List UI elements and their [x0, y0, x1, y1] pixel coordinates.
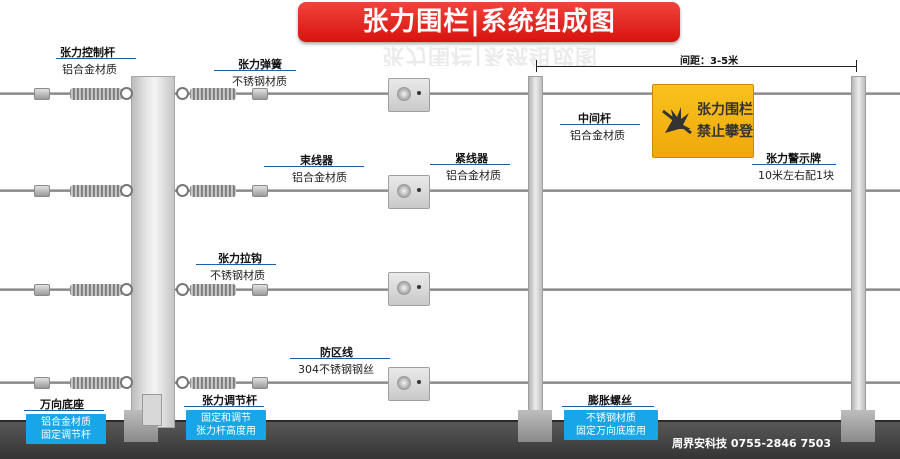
underline [184, 406, 264, 407]
label-control-post-sub: 铝合金材质 [62, 63, 117, 76]
warning-sign: 张力围栏 禁止攀登 [652, 84, 754, 158]
universal-base-box: 铝合金材质 固定调节杆 [26, 414, 106, 444]
tension-control-post [131, 76, 175, 428]
hook-icon [176, 376, 189, 389]
label-wire-clamp-sub: 铝合金材质 [292, 171, 347, 184]
dimension-tick-left [536, 60, 537, 72]
underline [430, 164, 510, 165]
tightener-plate [388, 78, 430, 112]
box-line: 铝合金材质 [41, 417, 91, 428]
label-tension-spring-title: 张力弹簧 [238, 58, 282, 71]
footer-brand: 周界安科技 0755-2846 7503 [672, 437, 832, 450]
fence-wire-2 [0, 189, 900, 192]
label-tension-hook-sub: 不锈钢材质 [210, 269, 265, 282]
label-middle-post-sub: 铝合金材质 [570, 129, 625, 142]
box-line: 不锈钢材质 [586, 413, 636, 424]
adjust-post-box: 固定和调节 张力杆高度用 [186, 410, 266, 440]
left-spring-3 [70, 284, 122, 296]
tightener-plate [388, 175, 430, 209]
label-warning-sign-title: 张力警示牌 [766, 152, 821, 165]
underline [560, 124, 640, 125]
wire-clamp [252, 377, 268, 389]
middle-post-1 [528, 76, 543, 428]
box-line: 固定和调节 [201, 413, 251, 424]
hook-icon [176, 87, 189, 100]
hook-icon [120, 283, 133, 296]
right-spring-2 [190, 185, 236, 197]
right-spring-1 [190, 88, 236, 100]
box-line: 固定万向底座用 [576, 426, 646, 437]
wire-clamp [252, 185, 268, 197]
underline [56, 58, 136, 59]
dimension-line [536, 66, 856, 67]
wire-clamp [34, 185, 50, 197]
box-line: 固定调节杆 [41, 430, 91, 441]
label-middle-post-title: 中间杆 [578, 112, 611, 125]
wire-clamp [252, 88, 268, 100]
tightener-plate [388, 367, 430, 401]
label-zone-wire-title: 防区线 [320, 346, 353, 359]
label-tightener-sub: 铝合金材质 [446, 169, 501, 182]
label-wire-clamp-title: 束线器 [300, 154, 333, 167]
hook-icon [120, 87, 133, 100]
label-tension-spring-sub: 不锈钢材质 [232, 75, 287, 88]
underline [264, 166, 364, 167]
fence-wire-1 [0, 92, 900, 95]
hook-icon [120, 184, 133, 197]
adjust-post-bracket [142, 394, 162, 426]
underline [214, 70, 296, 71]
diagram-title: 张力围栏|系统组成图 [298, 2, 680, 42]
label-expansion-bolt-title: 膨胀螺丝 [588, 394, 632, 407]
hook-icon [120, 376, 133, 389]
underline [290, 358, 390, 359]
right-spring-4 [190, 377, 236, 389]
left-spring-2 [70, 185, 122, 197]
fence-wire-3 [0, 288, 900, 291]
middle-post-base-2 [841, 410, 875, 442]
title-reflection: 张力围栏|系统组成图 [381, 44, 599, 66]
middle-post-base-1 [518, 410, 552, 442]
expansion-bolt-box: 不锈钢材质 固定万向底座用 [564, 410, 658, 440]
hook-icon [176, 184, 189, 197]
left-spring-4 [70, 377, 122, 389]
left-spring-1 [70, 88, 122, 100]
label-warning-sign-sub: 10米左右配1块 [758, 169, 834, 182]
label-zone-wire-sub: 304不锈钢钢丝 [298, 363, 374, 376]
dimension-tick-right [856, 60, 857, 72]
wire-clamp [34, 377, 50, 389]
hook-icon [176, 283, 189, 296]
label-control-post-title: 张力控制杆 [60, 46, 115, 59]
middle-post-2 [851, 76, 866, 428]
sign-line-1: 张力围栏 [697, 102, 753, 118]
box-line: 张力杆高度用 [196, 426, 256, 437]
fence-wire-4 [0, 381, 900, 384]
underline [196, 264, 276, 265]
label-tightener-title: 紧线器 [455, 152, 488, 165]
label-universal-base-title: 万向底座 [40, 398, 84, 411]
label-tension-hook-title: 张力拉钩 [218, 252, 262, 265]
dimension-label: 间距：3-5米 [680, 56, 739, 67]
label-adjust-post-title: 张力调节杆 [202, 394, 257, 407]
right-spring-3 [190, 284, 236, 296]
ground-edge [0, 420, 900, 422]
hand-warning-icon [662, 107, 692, 135]
wire-clamp [34, 284, 50, 296]
wire-clamp [252, 284, 268, 296]
tightener-plate [388, 272, 430, 306]
sign-line-2: 禁止攀登 [697, 124, 753, 140]
underline [562, 406, 654, 407]
wire-clamp [34, 88, 50, 100]
underline [752, 164, 836, 165]
underline [24, 410, 104, 411]
